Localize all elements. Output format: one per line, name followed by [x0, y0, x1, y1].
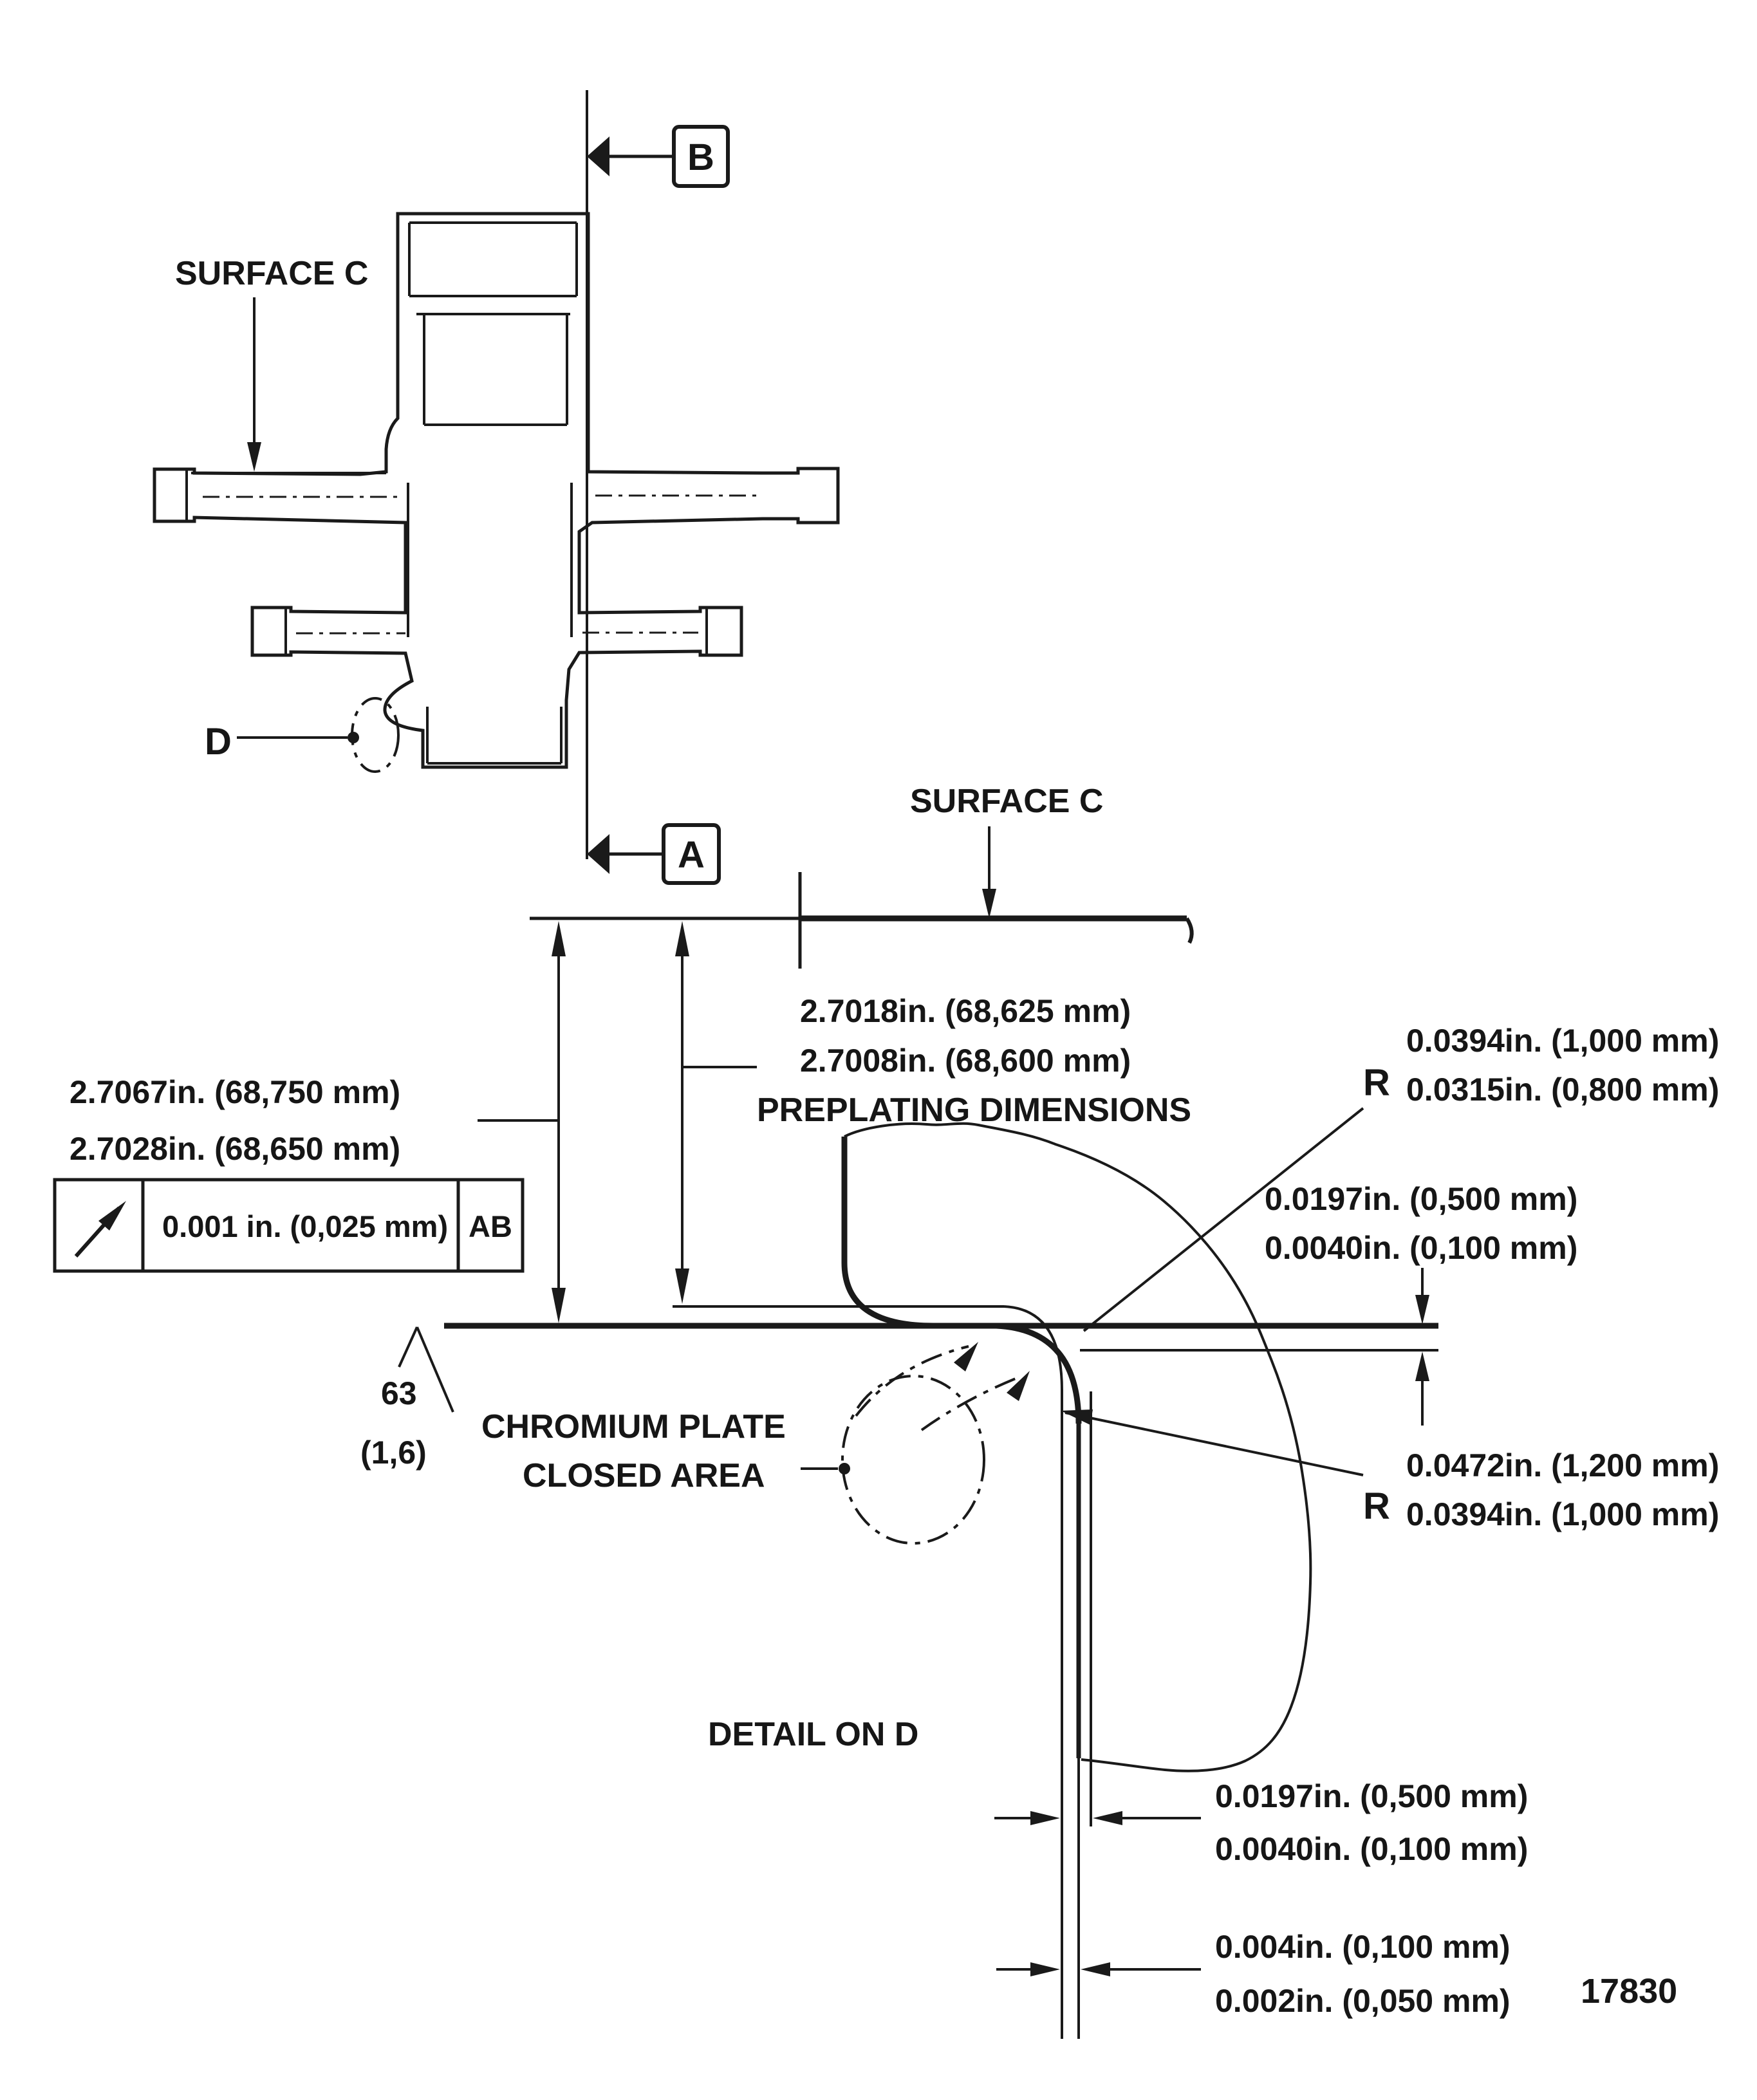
runout-frame-box: [53, 1178, 525, 1273]
preplate-dim-up-arrowhead-icon: [675, 921, 689, 956]
surface-c-label-top: SURFACE C: [175, 255, 368, 292]
radius-preplate-text-2: 0.0315in. (0,800 mm): [1406, 1072, 1719, 1108]
plate-wall-right-arrowhead-icon: [1030, 1962, 1060, 1976]
radius-plated-text-1: 0.0472in. (1,200 mm): [1406, 1447, 1719, 1483]
plate-top-down-arrowhead-icon: [1415, 1295, 1429, 1324]
detail-d-label: D: [205, 721, 232, 763]
surface-c-top-arrowhead-icon: [247, 442, 261, 472]
plate-wall-text-2: 0.002in. (0,050 mm): [1215, 1983, 1511, 2019]
plate-side-text-2: 0.0040in. (0,100 mm): [1215, 1831, 1528, 1867]
datum-b-box: [672, 125, 730, 188]
plate-top-up-arrowhead-icon: [1415, 1352, 1429, 1381]
chromium-note-line1: CHROMIUM PLATE: [481, 1408, 786, 1445]
detail-d-circle-icon: [351, 697, 400, 773]
closed-area-leader-a: [855, 1345, 969, 1417]
datum-a-box: [662, 823, 721, 885]
runout-datums-text: AB: [469, 1209, 512, 1243]
plate-side-right-arrowhead-icon: [1030, 1811, 1060, 1825]
base-metal-step-profile: [841, 1137, 934, 1329]
circular-runout-arrow-icon: [98, 1201, 126, 1231]
plate-wall-left-arrowhead-icon: [1081, 1962, 1110, 1976]
radius-preplate-text-1: 0.0394in. (1,000 mm): [1406, 1023, 1719, 1059]
radius-preplate-leader: [1083, 1107, 1364, 1332]
overall-dim-up-arrowhead-icon: [552, 921, 566, 956]
plated-fillet-outer-arc: [996, 1323, 1082, 1424]
chromium-leader-dot-icon: [839, 1463, 850, 1474]
plating-diagram: SURFACE C 2.7067in. (68,750 mm) 2.7028in…: [53, 783, 1719, 2039]
datum-a-flag-icon: [587, 834, 609, 874]
radius-preplate-prefix: R: [1363, 1062, 1390, 1104]
part-inner-lines: [185, 221, 708, 765]
figure-number: 17830: [1581, 1972, 1677, 2011]
chromium-note-line2: CLOSED AREA: [523, 1457, 765, 1494]
top-reference-line-hook: [1185, 917, 1194, 944]
datum-b-flag-icon: [587, 136, 609, 176]
plate-top-text-1: 0.0197in. (0,500 mm): [1265, 1181, 1577, 1217]
radius-plated-leader: [1064, 1411, 1364, 1476]
datum-a-label: A: [678, 834, 705, 876]
radius-plated-arrowhead-icon: [1061, 1409, 1093, 1425]
breakout-boundary: [844, 1122, 1312, 1772]
preplate-fillet-inner-arc: [1003, 1305, 1063, 1391]
plate-wall-text-1: 0.004in. (0,100 mm): [1215, 1929, 1511, 1965]
section-view: B A SURFACE C D: [153, 90, 840, 885]
closed-area-arrowhead-a-icon: [954, 1342, 978, 1371]
surface-finish-roughness: 63: [381, 1375, 417, 1411]
radius-plated-text-2: 0.0394in. (1,000 mm): [1406, 1496, 1719, 1532]
closed-area-leader-b: [920, 1375, 1023, 1431]
plate-top-text-2: 0.0040in. (0,100 mm): [1265, 1230, 1577, 1266]
preplate-dim-down-arrowhead-icon: [675, 1268, 689, 1304]
arm-centerlines: [203, 494, 759, 635]
closed-area-arrowhead-b-icon: [1007, 1371, 1030, 1401]
surface-finish-metric: (1,6): [360, 1435, 427, 1471]
radius-plated-prefix: R: [1363, 1485, 1390, 1527]
surface-c-mid-arrowhead-icon: [982, 889, 996, 918]
closed-area-circle-icon: [841, 1375, 985, 1545]
preplate-dim-text-2: 2.7008in. (68,600 mm): [800, 1043, 1131, 1079]
datum-b-label: B: [687, 136, 714, 178]
plate-side-left-arrowhead-icon: [1093, 1811, 1122, 1825]
surface-finish-symbol-icon: [398, 1326, 454, 1413]
overall-dim-text-2: 2.7028in. (68,650 mm): [70, 1131, 400, 1167]
part-outline: [153, 212, 840, 769]
overall-dim-text-1: 2.7067in. (68,750 mm): [70, 1074, 400, 1110]
runout-frame-dividers: [141, 1180, 460, 1271]
overall-dim-down-arrowhead-icon: [552, 1288, 566, 1323]
plate-side-text-1: 0.0197in. (0,500 mm): [1215, 1778, 1528, 1814]
runout-tolerance-text: 0.001 in. (0,025 mm): [162, 1209, 448, 1243]
surface-c-label-mid: SURFACE C: [910, 783, 1103, 820]
preplate-dim-caption: PREPLATING DIMENSIONS: [757, 1092, 1191, 1129]
preplate-dim-text-1: 2.7018in. (68,625 mm): [800, 993, 1131, 1029]
detail-caption: DETAIL ON D: [708, 1716, 918, 1753]
